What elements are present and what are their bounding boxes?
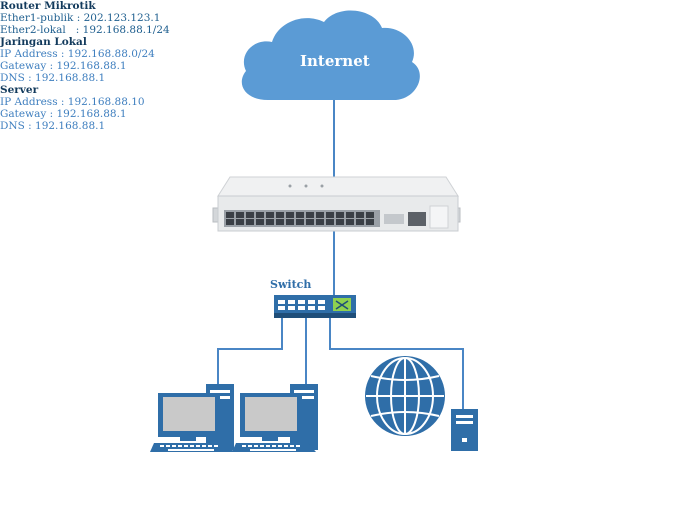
lan-info: Jaringan Lokal IP Address : 192.168.88.0…: [0, 36, 693, 84]
internet-label: Internet: [300, 52, 370, 70]
switch-label: Switch: [270, 278, 312, 291]
internet-cloud-icon: [241, 10, 420, 100]
router-info: Router Mikrotik Ether1-publik : 202.123.…: [0, 0, 693, 36]
server-title: Server: [0, 84, 39, 96]
lan-dns: DNS : 192.168.88.1: [0, 72, 106, 84]
router-ether1: Ether1-publik : 202.123.123.1: [0, 12, 161, 24]
link-switch-server: [329, 316, 464, 418]
network-links: [217, 100, 464, 418]
router-title: Router Mikrotik: [0, 0, 96, 12]
router-device: [212, 176, 461, 232]
computer-icon: [150, 384, 234, 452]
lan-ip: IP Address : 192.168.88.0/24: [0, 48, 155, 60]
switch-device: [274, 295, 356, 318]
server-ip: IP Address : 192.168.88.10: [0, 96, 145, 108]
server-icon: [451, 409, 478, 451]
lan-gateway: Gateway : 192.168.88.1: [0, 60, 127, 72]
globe-icon: [365, 356, 445, 436]
lan-title: Jaringan Lokal: [0, 36, 87, 48]
link-switch-pc1: [217, 316, 283, 385]
server-dns: DNS : 192.168.88.1: [0, 120, 106, 132]
server-info: Server IP Address : 192.168.88.10 Gatewa…: [0, 84, 693, 132]
router-ether2: Ether2-lokal : 192.168.88.1/24: [0, 24, 170, 36]
server-gateway: Gateway : 192.168.88.1: [0, 108, 127, 120]
computer-icon: [232, 384, 318, 452]
